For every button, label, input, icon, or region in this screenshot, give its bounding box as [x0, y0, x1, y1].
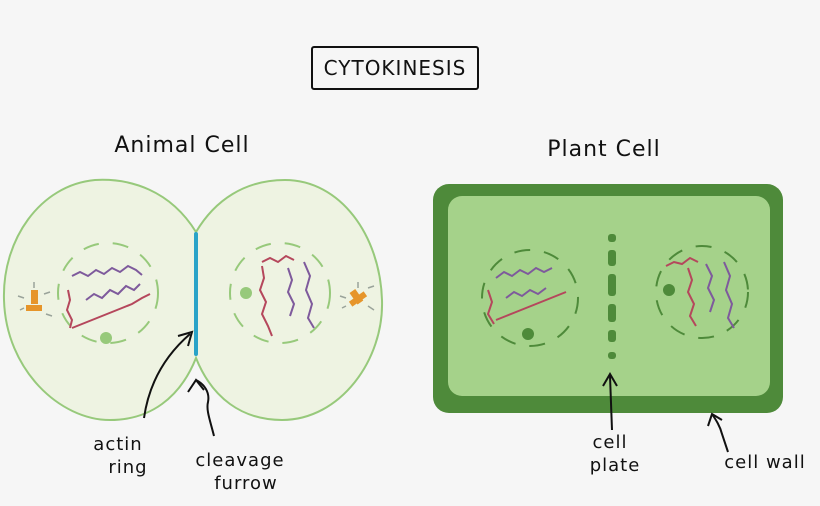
chromosome-purple — [71, 264, 143, 278]
chromosome-purple — [303, 261, 315, 329]
cell-plate-label-line2: plate — [590, 455, 641, 476]
title-text: CYTOKINESIS — [324, 56, 467, 80]
animal-right-nucleus — [229, 242, 331, 344]
cell-plate — [608, 234, 616, 359]
chromosome-red — [71, 293, 151, 329]
chromosome-purple — [723, 261, 735, 329]
animal-cell-membrane — [2, 178, 384, 422]
cell-wall-arrowhead — [707, 412, 723, 427]
cleavage-furrow-arrow — [195, 379, 215, 437]
cell-wall-label: cell wall — [724, 452, 805, 473]
cell-plate-arrowhead — [602, 372, 618, 387]
plant-left-nucleus — [481, 249, 579, 347]
plant-cell-heading: Plant Cell — [547, 137, 661, 162]
plant-cell-interior — [448, 196, 770, 396]
chromosome-purple — [286, 267, 296, 317]
animal-cell-heading: Animal Cell — [114, 133, 249, 158]
chromosome-purple — [85, 283, 141, 301]
chromosome-red — [65, 289, 74, 329]
cleavage-furrow-label-line1: cleavage — [195, 450, 284, 471]
cell-plate-label-line1: cell — [593, 432, 628, 453]
nucleolus — [522, 328, 534, 340]
animal-cell — [2, 178, 384, 422]
nucleolus — [100, 332, 112, 344]
centriole-right — [339, 282, 375, 311]
cell-wall-arrow — [711, 413, 729, 453]
actin-ring-label-line1: actin — [93, 434, 142, 455]
actin-ring-arrow — [143, 333, 191, 419]
actin-ring-label-line2: ring — [108, 457, 147, 478]
actin-ring-arrowhead — [177, 330, 194, 347]
chromosome-red — [495, 291, 567, 321]
title-box: CYTOKINESIS — [311, 46, 479, 90]
cleavage-furrow-label-line2: furrow — [214, 473, 278, 494]
cell-plate-arrow — [609, 375, 613, 431]
cleavage-furrow-arrowhead — [187, 378, 205, 393]
chromosome-purple — [505, 287, 547, 299]
nucleolus — [663, 284, 675, 296]
chromosome-purple — [705, 263, 716, 313]
chromosome-red — [486, 289, 495, 325]
chromosome-red — [261, 254, 295, 264]
chromosome-purple — [495, 266, 553, 279]
nucleolus — [240, 287, 252, 299]
chromosome-red — [686, 267, 697, 327]
chromosome-red — [665, 256, 699, 267]
centriole-left — [17, 282, 53, 317]
animal-left-nucleus — [57, 242, 159, 344]
plant-cell — [433, 184, 783, 413]
chromosome-red — [258, 265, 273, 337]
plant-right-nucleus — [655, 245, 749, 339]
